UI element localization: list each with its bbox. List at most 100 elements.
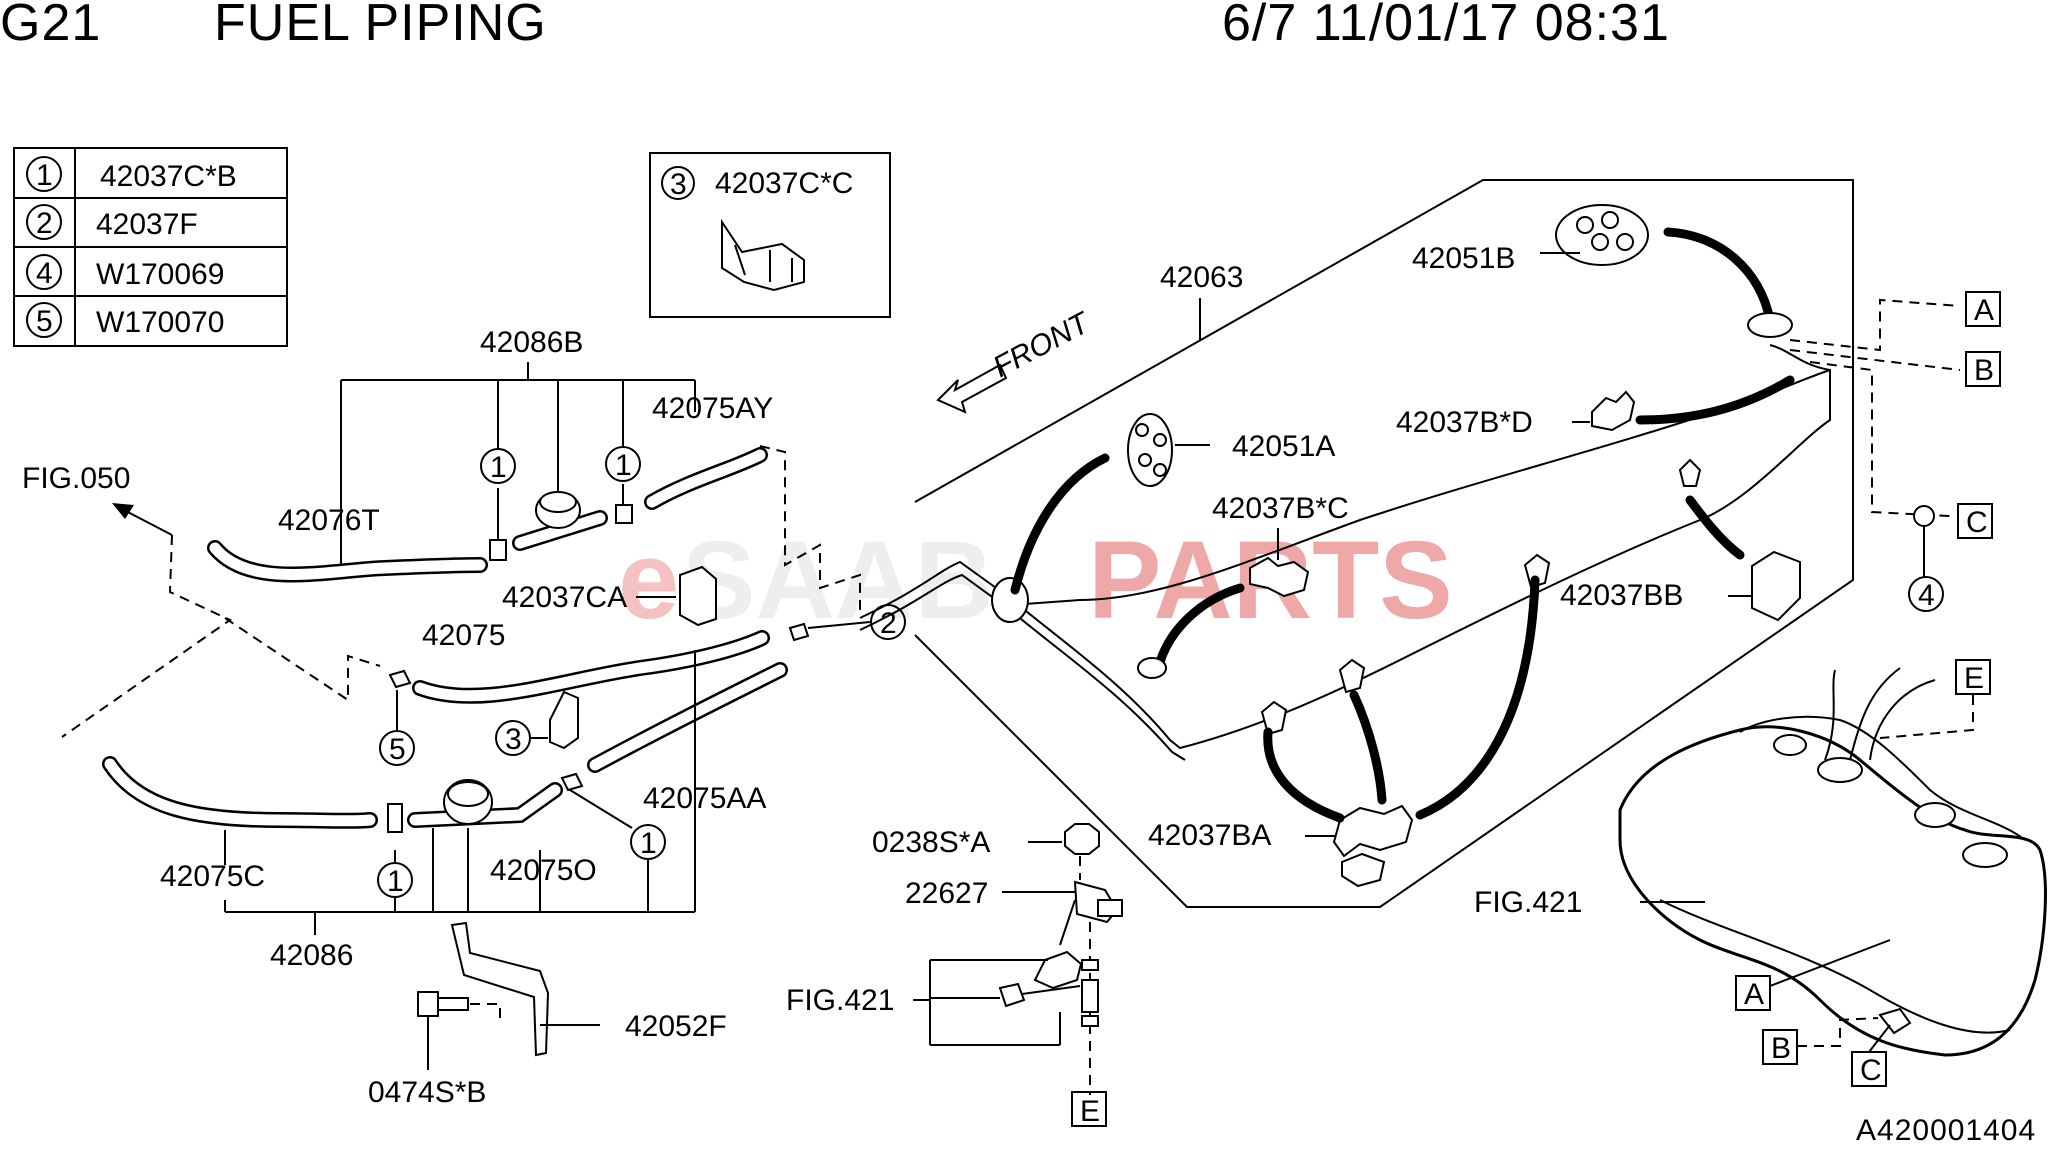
svg-text:B: B [1771,1032,1791,1065]
label-42051a: 42051A [1232,430,1335,463]
svg-text:W170069: W170069 [96,258,224,291]
label-42063: 42063 [1160,261,1243,294]
label-0474s-b: 0474S*B [368,1076,486,1109]
svg-text:A: A [1744,978,1764,1011]
grommet-icon [1913,505,1935,578]
grommet-icon [991,577,1029,623]
check-valve-icon [512,491,608,551]
label-42037ca: 42037CA [502,581,627,614]
svg-text:E: E [1080,1095,1100,1128]
fig-421-reference: FIG.421 [786,984,894,1017]
svg-text:5: 5 [36,305,53,338]
ref-box-e: E [1955,659,1991,695]
service-cover-icon [1127,413,1173,487]
label-42075o: 42075O [490,854,597,887]
callout-1 [377,862,413,898]
ref-box-b: B [1965,351,2001,387]
fig-050-reference: FIG.050 [22,462,130,495]
clamp-icon [560,772,584,792]
svg-text:E: E [1964,662,1984,695]
diagram-id: A420001404 [1856,1114,2036,1147]
clip-icon [1341,852,1386,888]
svg-text:42037C*C: 42037C*C [715,167,853,200]
label-42037b-d: 42037B*D [1396,406,1533,439]
fuel-tank-icon [1618,667,2047,1057]
label-42075c: 42075C [160,860,265,893]
svg-text:FRONT: FRONT [988,305,1097,384]
callout-1 [605,446,641,482]
svg-text:A: A [1974,294,1994,327]
svg-text:C: C [1860,1054,1882,1087]
clamp-icon [388,669,412,689]
svg-text:3: 3 [670,168,687,201]
callout-5 [379,730,415,766]
bracket-icon [1033,950,1083,990]
label-42037bb: 42037BB [1560,579,1683,612]
label-22627: 22627 [905,877,988,910]
ref-box-b: B [1762,1029,1798,1065]
svg-text:1: 1 [490,451,507,484]
svg-text:C: C [1966,506,1988,539]
clamp-icon [615,504,633,524]
clip-icon [549,690,579,750]
label-42086b: 42086B [480,326,583,359]
clip-icon [721,218,805,292]
svg-text:B: B [1974,354,1994,387]
esaabparts-watermark: e SAAB PARTS [618,519,1453,642]
svg-text:1: 1 [640,827,657,860]
page-info: 6/7 11/01/17 08:31 [1222,0,1670,52]
fig-421-reference: FIG.421 [1474,886,1582,919]
clamp-icon [387,803,403,833]
svg-text:2: 2 [880,607,897,640]
bolt-icon [417,991,469,1017]
legend-table: 1 42037C*B 2 42037F 4 W170069 5 W170070 [13,147,288,347]
bracket-42086 [224,650,696,935]
bracket-icon [450,921,550,1057]
clip-icon [679,565,717,627]
svg-text:4: 4 [36,257,53,290]
callout-1 [480,448,516,484]
label-42052f: 42052F [625,1010,727,1043]
ref-box-e [1071,1091,1107,1127]
inset-box: 3 42037C*C [649,152,891,318]
diagram-title: FUEL PIPING [214,0,547,52]
sensor-icon [1073,880,1123,924]
label-42076t: 42076T [278,504,380,537]
label-42075ay: 42075AY [652,392,773,425]
fuel-pipe-panel [914,179,1854,908]
clip-icon [1591,390,1636,432]
legend-row: 4 W170069 [26,254,224,291]
svg-text:5: 5 [389,733,406,766]
legend-row: 5 W170070 [26,302,224,339]
clip-icon [1338,658,1366,694]
svg-text:1: 1 [615,449,632,482]
legend-row: 1 42037C*B [26,156,237,193]
svg-text:42037F: 42037F [96,208,198,241]
label-42075: 42075 [422,619,505,652]
svg-text:3: 3 [505,723,522,756]
section-code: G21 [0,0,101,52]
clip-icon [1751,550,1801,622]
clamp-icon [489,539,507,561]
ref-box-c: C [1851,1051,1887,1087]
legend-row: 2 42037F [26,204,198,241]
grommet-icon [1137,657,1167,679]
ref-box-c: C [1957,503,1993,539]
label-42037ba: 42037BA [1148,819,1271,852]
front-arrow-icon: FRONT [936,305,1097,414]
bolt-icon [998,982,1081,1008]
callout-1 [630,824,666,860]
check-valve-icon [407,779,563,828]
arrow-icon [112,503,173,536]
label-42075aa: 42075AA [643,782,766,815]
svg-text:e: e [618,519,679,642]
svg-text:SAAB: SAAB [682,519,994,642]
connector-icon [1747,312,1793,338]
label-0238s-a: 0238S*A [872,826,990,859]
svg-text:42037C*B: 42037C*B [100,160,237,193]
ref-box-a: A [1735,975,1771,1011]
clamp-icon [788,622,810,642]
svg-text:1: 1 [36,159,53,192]
